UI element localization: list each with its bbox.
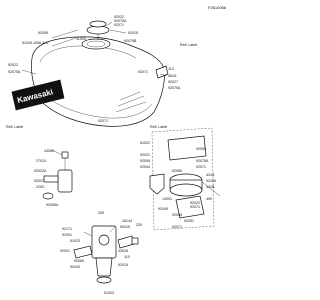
part-92055: 92055 [196, 147, 206, 151]
tank-emblem: Kawasaki [11, 79, 65, 111]
diagram-code: F2610066 [208, 5, 227, 10]
part-92022b: 92022 [8, 63, 18, 67]
part-92200: 92200 [206, 179, 216, 183]
part-16144: 16144 [122, 219, 132, 223]
part-14091: 14091 [162, 197, 172, 201]
part-92022e: 92022 [140, 153, 150, 157]
part-431a: 431A [206, 173, 215, 177]
part-92022c: 92022A [34, 169, 47, 173]
part-27010: 27010 [36, 159, 46, 163]
part-92059: 92059 [38, 31, 48, 35]
part-110: 110 [168, 67, 174, 71]
part-92075c: 92075A [196, 159, 209, 163]
part-51022: 51022 [140, 141, 150, 145]
part-92009: 92009 [140, 159, 150, 163]
refl-label-2: Refl. Label [6, 125, 23, 129]
part-11009: 11009 [76, 37, 86, 41]
part-230: 230 [136, 223, 142, 227]
part-43028: 43028 [118, 249, 128, 253]
part-92015c: 92015 [118, 263, 128, 267]
part-92071a: 92071 [114, 23, 124, 27]
part-92043: 92043 [70, 265, 80, 269]
part-92015a: 92015 [128, 31, 138, 35]
part-92071c: 92071 [196, 165, 206, 169]
part-92065b: 92065 [74, 259, 84, 263]
part-220: 220C [36, 185, 45, 189]
part-92027: 92027 [168, 80, 178, 84]
part-110b: 110 [124, 255, 130, 259]
fuel-tank [31, 36, 169, 127]
part-92022d: 92022 [190, 201, 200, 205]
part-92071e: 92071 [190, 205, 200, 209]
part-461a: 461A [168, 74, 177, 78]
part-51023b: 51023 [104, 291, 114, 295]
part-92071d: 92071 [138, 70, 148, 74]
refl-label-1: Refl. Label [180, 43, 197, 47]
filler-cap [86, 20, 110, 40]
part-209: 209 [98, 211, 104, 215]
part-92075e: 92075A [168, 86, 181, 90]
part-92075b: 92075B [124, 39, 137, 43]
part-92071b: 92071 [98, 119, 108, 123]
part-92044: 92044 [140, 165, 150, 169]
fuel-valve-assembly [73, 225, 139, 284]
part-43060: 43060 [44, 149, 54, 153]
refl-label-3: Refl. Label [150, 125, 167, 129]
part-92022a: 92022 [114, 15, 124, 19]
part-92055b: 92055A [46, 203, 59, 207]
part-92027b: 92027 [34, 179, 44, 183]
part-51023a: 51023 [70, 239, 80, 243]
exploded-parts-diagram: F2610066 Kawasaki Refl. Label Refl. Labe… [6, 5, 227, 295]
fuel-sender-unit [167, 135, 221, 219]
part-92075d: 92075A [8, 70, 21, 74]
part-400: 400 [206, 197, 212, 201]
part-92015b: 92015 [120, 225, 130, 229]
part-92171: 92171 [62, 227, 72, 231]
part-92001a: 92001 [62, 233, 72, 237]
part-92065: 92065 [172, 169, 182, 173]
part-92055c: 92055 [172, 213, 182, 217]
part-92001b: 92001 [60, 249, 70, 253]
part-92051: 92051 [184, 219, 194, 223]
part-431b: 431B [206, 185, 215, 189]
part-51049: 51049-1006-A/C [22, 41, 49, 45]
part-92075a: 92075A [114, 19, 127, 23]
part-92049: 92049 [158, 207, 168, 211]
part-92071f: 92071 [172, 225, 182, 229]
fuel-cock [42, 151, 73, 200]
